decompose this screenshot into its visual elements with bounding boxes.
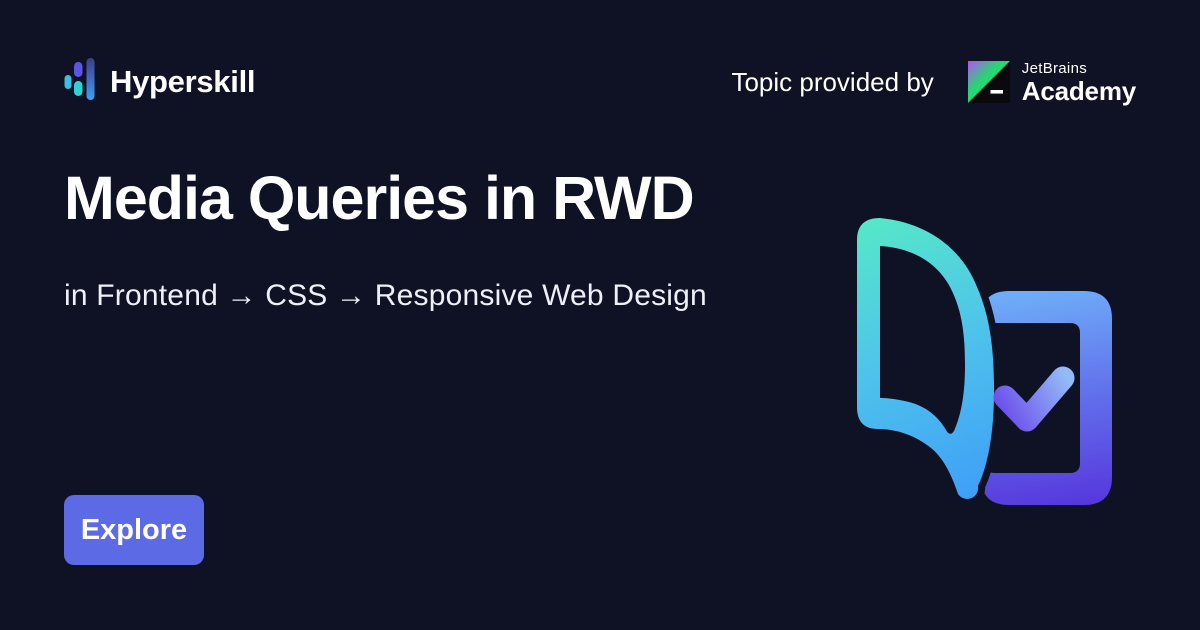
provided-by-label: Topic provided by (731, 66, 934, 97)
checkmark-icon (993, 366, 1075, 432)
partner-names: JetBrains Academy (1022, 61, 1136, 104)
book-checkmark-illustration (850, 211, 1112, 506)
explore-button[interactable]: Explore (64, 495, 204, 565)
partner-name-academy: Academy (1021, 75, 1136, 106)
hyperskill-bars-icon (64, 58, 95, 100)
partner-attribution: Topic provided by JetBrains Academy (731, 58, 1136, 106)
book-page-shape (850, 211, 1001, 506)
jetbrains-academy-logo: JetBrains Academy (967, 61, 1136, 104)
jetbrains-mark-icon (967, 61, 1010, 103)
tablet-shape (981, 291, 1112, 505)
brand-name: Hyperskill (110, 64, 256, 99)
hyperskill-logo[interactable]: Hyperskill (64, 58, 256, 106)
breadcrumb: in Frontend → CSS → Responsive Web Desig… (64, 279, 707, 312)
topic-title: Media Queries in RWD (64, 164, 695, 232)
partner-name-jetbrains: JetBrains (1021, 59, 1088, 77)
